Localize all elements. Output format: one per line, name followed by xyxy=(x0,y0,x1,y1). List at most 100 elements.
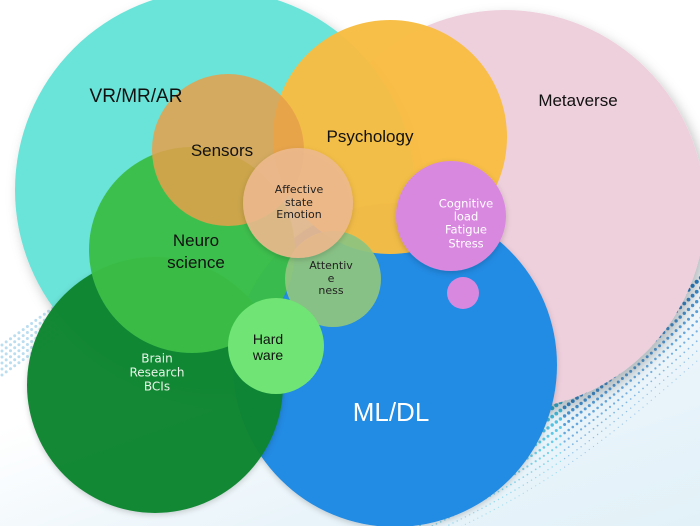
wave-dot xyxy=(542,454,546,457)
wave-dot xyxy=(678,325,682,329)
wave-dot xyxy=(690,303,695,308)
wave-dot xyxy=(613,430,615,432)
wave-dot xyxy=(638,391,640,393)
wave-dot xyxy=(546,451,550,455)
wave-dot xyxy=(596,433,599,436)
wave-dot xyxy=(613,402,616,405)
wave-dot xyxy=(683,331,686,335)
wave-dot xyxy=(625,382,628,386)
wave-dot xyxy=(691,344,694,346)
wave-dot xyxy=(563,457,566,460)
wave-dot xyxy=(642,397,644,399)
wave-dot xyxy=(658,344,662,348)
wave-dot xyxy=(687,337,690,340)
wave-dot xyxy=(17,361,21,365)
wave-dot xyxy=(4,364,8,368)
wave-dot xyxy=(600,385,604,389)
wave-dot xyxy=(17,349,21,353)
wave-dot xyxy=(25,325,29,328)
wave-dot xyxy=(559,443,562,446)
wave-dot xyxy=(667,385,669,387)
wave-dot xyxy=(608,405,612,408)
wave-dot xyxy=(456,520,458,522)
wave-dot xyxy=(584,434,587,436)
wave-dot xyxy=(34,324,38,328)
wave-dot xyxy=(621,395,624,398)
wave-dot xyxy=(555,463,557,465)
wave-dot xyxy=(0,367,4,371)
wave-dot xyxy=(530,462,533,465)
wave-dot xyxy=(554,429,558,432)
wave-dot xyxy=(576,457,578,460)
wave-dot xyxy=(663,389,665,391)
wave-dot xyxy=(682,311,686,315)
wave-dot xyxy=(600,403,603,406)
wave-dot xyxy=(596,397,600,401)
wave-dot xyxy=(666,336,670,340)
wave-dot xyxy=(666,366,669,368)
wave-dot xyxy=(646,384,649,386)
wave-dot xyxy=(637,381,641,384)
wave-dot xyxy=(13,340,17,344)
wave-dot xyxy=(25,355,29,358)
wave-dot xyxy=(654,367,657,370)
wave-dot xyxy=(654,377,657,379)
wave-dot xyxy=(4,340,8,344)
wave-dot xyxy=(555,472,557,474)
wave-dot xyxy=(464,523,466,525)
wave-dot xyxy=(583,407,587,411)
wave-dot xyxy=(604,400,608,403)
wave-dot xyxy=(493,508,495,511)
wave-dot xyxy=(608,387,612,391)
wave-dot xyxy=(30,328,34,331)
wave-dot xyxy=(522,467,525,471)
wave-dot xyxy=(13,346,17,350)
wave-dot xyxy=(696,360,698,362)
wave-dot xyxy=(600,421,603,424)
wave-dot xyxy=(683,361,685,363)
wave-dot xyxy=(558,417,563,421)
wave-dot xyxy=(580,446,582,448)
wave-dot xyxy=(551,466,553,468)
wave-dot xyxy=(448,524,450,526)
wave-dot xyxy=(695,340,698,343)
wave-dot xyxy=(587,395,591,399)
wave-dot xyxy=(613,420,615,423)
wave-dot xyxy=(550,431,554,435)
wave-dot xyxy=(530,454,533,458)
wave-dot xyxy=(686,307,691,312)
wave-dot xyxy=(518,470,521,473)
wave-dot xyxy=(616,380,620,384)
wave-dot xyxy=(571,408,575,412)
wave-dot xyxy=(695,310,699,314)
wave-dot xyxy=(539,474,541,476)
wave-dot xyxy=(630,416,632,418)
wave-dot xyxy=(21,358,25,362)
label-vr-mr-ar: VR/MR/AR xyxy=(89,86,183,108)
wave-dot xyxy=(653,347,657,351)
wave-dot xyxy=(17,331,21,335)
wave-dot xyxy=(575,422,579,426)
wave-dot xyxy=(609,415,611,417)
wave-dot xyxy=(604,390,608,394)
wave-dot xyxy=(588,431,591,433)
wave-dot xyxy=(522,492,524,494)
wave-dot xyxy=(452,522,454,524)
wave-dot xyxy=(620,377,624,380)
wave-dot xyxy=(539,482,541,484)
circle-small-dot xyxy=(447,277,479,309)
wave-dot xyxy=(686,297,691,302)
wave-dot xyxy=(570,399,575,403)
wave-dot xyxy=(0,349,4,353)
wave-dot xyxy=(497,506,500,508)
wave-dot xyxy=(25,349,29,352)
wave-dot xyxy=(605,436,607,438)
wave-dot xyxy=(17,355,21,359)
wave-dot xyxy=(592,400,595,404)
wave-dot xyxy=(543,463,545,465)
wave-dot xyxy=(571,434,574,437)
wave-dot xyxy=(601,439,603,441)
wave-dot xyxy=(592,418,595,422)
wave-dot xyxy=(17,343,21,347)
wave-dot xyxy=(518,478,520,481)
